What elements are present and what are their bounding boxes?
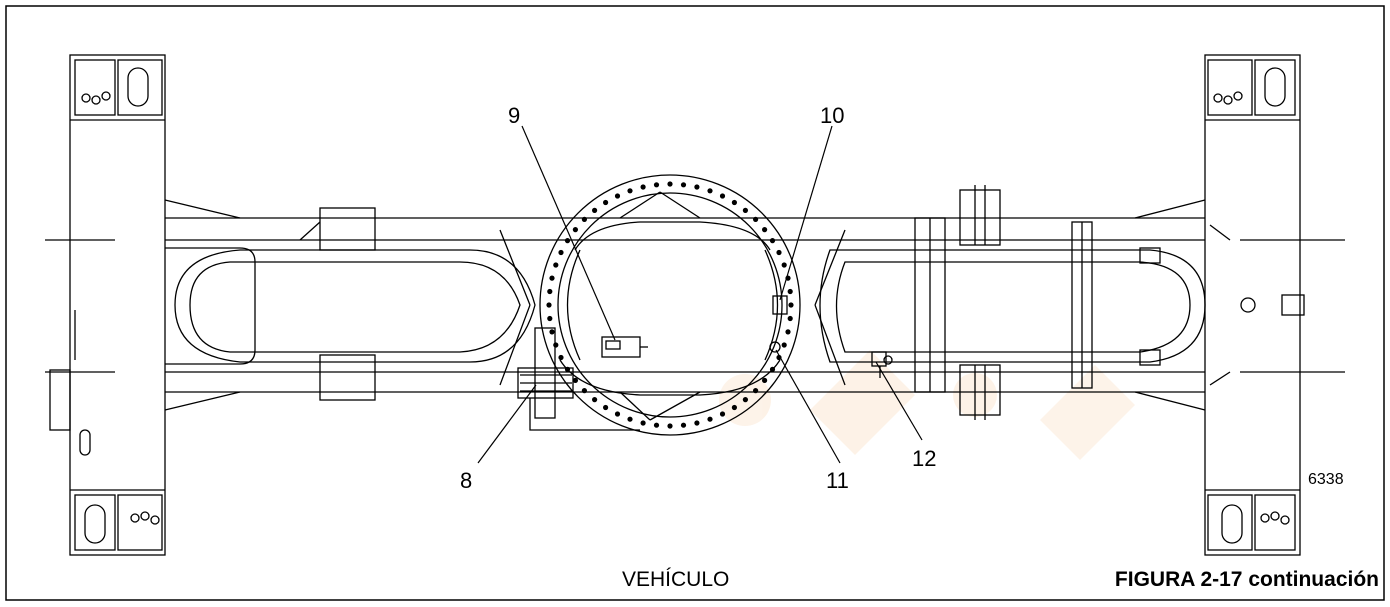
leader-10 <box>779 125 833 301</box>
callout-12: 12 <box>912 446 936 471</box>
bolt-hole <box>787 288 793 295</box>
bolt-hole <box>558 354 564 361</box>
bolt-hole <box>549 275 555 281</box>
bolt-hole <box>614 193 621 199</box>
leader-8 <box>477 384 537 464</box>
bolt-hole <box>707 416 713 422</box>
bolt-hole <box>742 397 749 403</box>
bolt-hole <box>614 411 621 417</box>
slewing-ring-bolts <box>546 181 794 429</box>
bolt-hole <box>769 366 776 372</box>
leader-lines <box>477 125 923 464</box>
slewing-ring <box>499 174 846 436</box>
bolt-hole <box>572 227 579 233</box>
bolt-hole <box>781 262 787 268</box>
left-outrigger-box <box>45 54 166 556</box>
bolt-hole <box>769 238 776 244</box>
bolt-hole <box>719 411 726 417</box>
bolt-hole <box>785 329 791 335</box>
bolt-hole <box>762 377 768 383</box>
bolt-hole <box>572 377 579 383</box>
bolt-hole <box>731 404 738 411</box>
bolt-hole <box>547 288 553 295</box>
bolt-hole <box>680 182 687 188</box>
bolt-hole <box>603 404 609 411</box>
right-cross-members <box>914 185 1231 420</box>
bolt-hole <box>667 181 673 187</box>
bolt-hole <box>627 416 633 422</box>
callout-11: 11 <box>826 468 849 493</box>
bolt-hole <box>776 249 782 256</box>
bolt-hole <box>553 342 559 348</box>
bolt-hole <box>640 420 646 426</box>
bolt-hole <box>667 423 673 429</box>
bolt-hole <box>546 302 552 308</box>
bolt-hole <box>581 388 588 394</box>
bolt-hole <box>719 193 726 199</box>
bolt-hole <box>553 262 559 268</box>
bolt-hole <box>603 199 609 206</box>
bolt-hole <box>707 188 713 194</box>
bolt-hole <box>762 227 768 233</box>
watermark <box>719 350 1135 460</box>
callout-9: 9 <box>508 103 520 128</box>
figure-title: FIGURA 2-17 continuación <box>1115 568 1379 591</box>
bolt-hole <box>753 216 759 222</box>
component-9-box <box>601 336 648 358</box>
main-frame <box>164 199 1206 411</box>
bolt-hole <box>694 420 700 426</box>
bolt-hole <box>694 184 700 190</box>
component-10-bracket <box>772 295 788 315</box>
component-11-fitting <box>769 341 781 353</box>
leader-11 <box>775 349 841 464</box>
bolt-hole <box>787 315 793 322</box>
bolt-hole <box>753 388 759 394</box>
bolt-hole <box>731 199 738 206</box>
bolt-hole <box>581 216 588 222</box>
bolt-hole <box>592 207 598 213</box>
bolt-hole <box>653 182 660 188</box>
bolt-hole <box>564 238 571 244</box>
figure-id: 6338 <box>1308 471 1344 488</box>
leader-12 <box>875 361 923 441</box>
diagram-caption: VEHÍCULO <box>622 568 729 591</box>
bolt-hole <box>680 422 687 428</box>
callout-10: 10 <box>820 103 844 128</box>
bolt-hole <box>742 207 749 213</box>
figure-border <box>5 5 1385 601</box>
leader-9 <box>521 125 616 341</box>
bolt-hole <box>781 342 787 348</box>
left-brackets <box>299 207 376 401</box>
callout-8: 8 <box>460 468 472 493</box>
bolt-hole <box>627 188 633 194</box>
bolt-hole <box>640 184 646 190</box>
bolt-hole <box>558 249 564 256</box>
bolt-hole <box>788 302 794 308</box>
bolt-hole <box>653 422 660 428</box>
bolt-hole <box>549 329 555 335</box>
component-8-swivel <box>517 327 640 431</box>
bolt-hole <box>547 315 553 322</box>
bolt-hole <box>592 397 598 403</box>
